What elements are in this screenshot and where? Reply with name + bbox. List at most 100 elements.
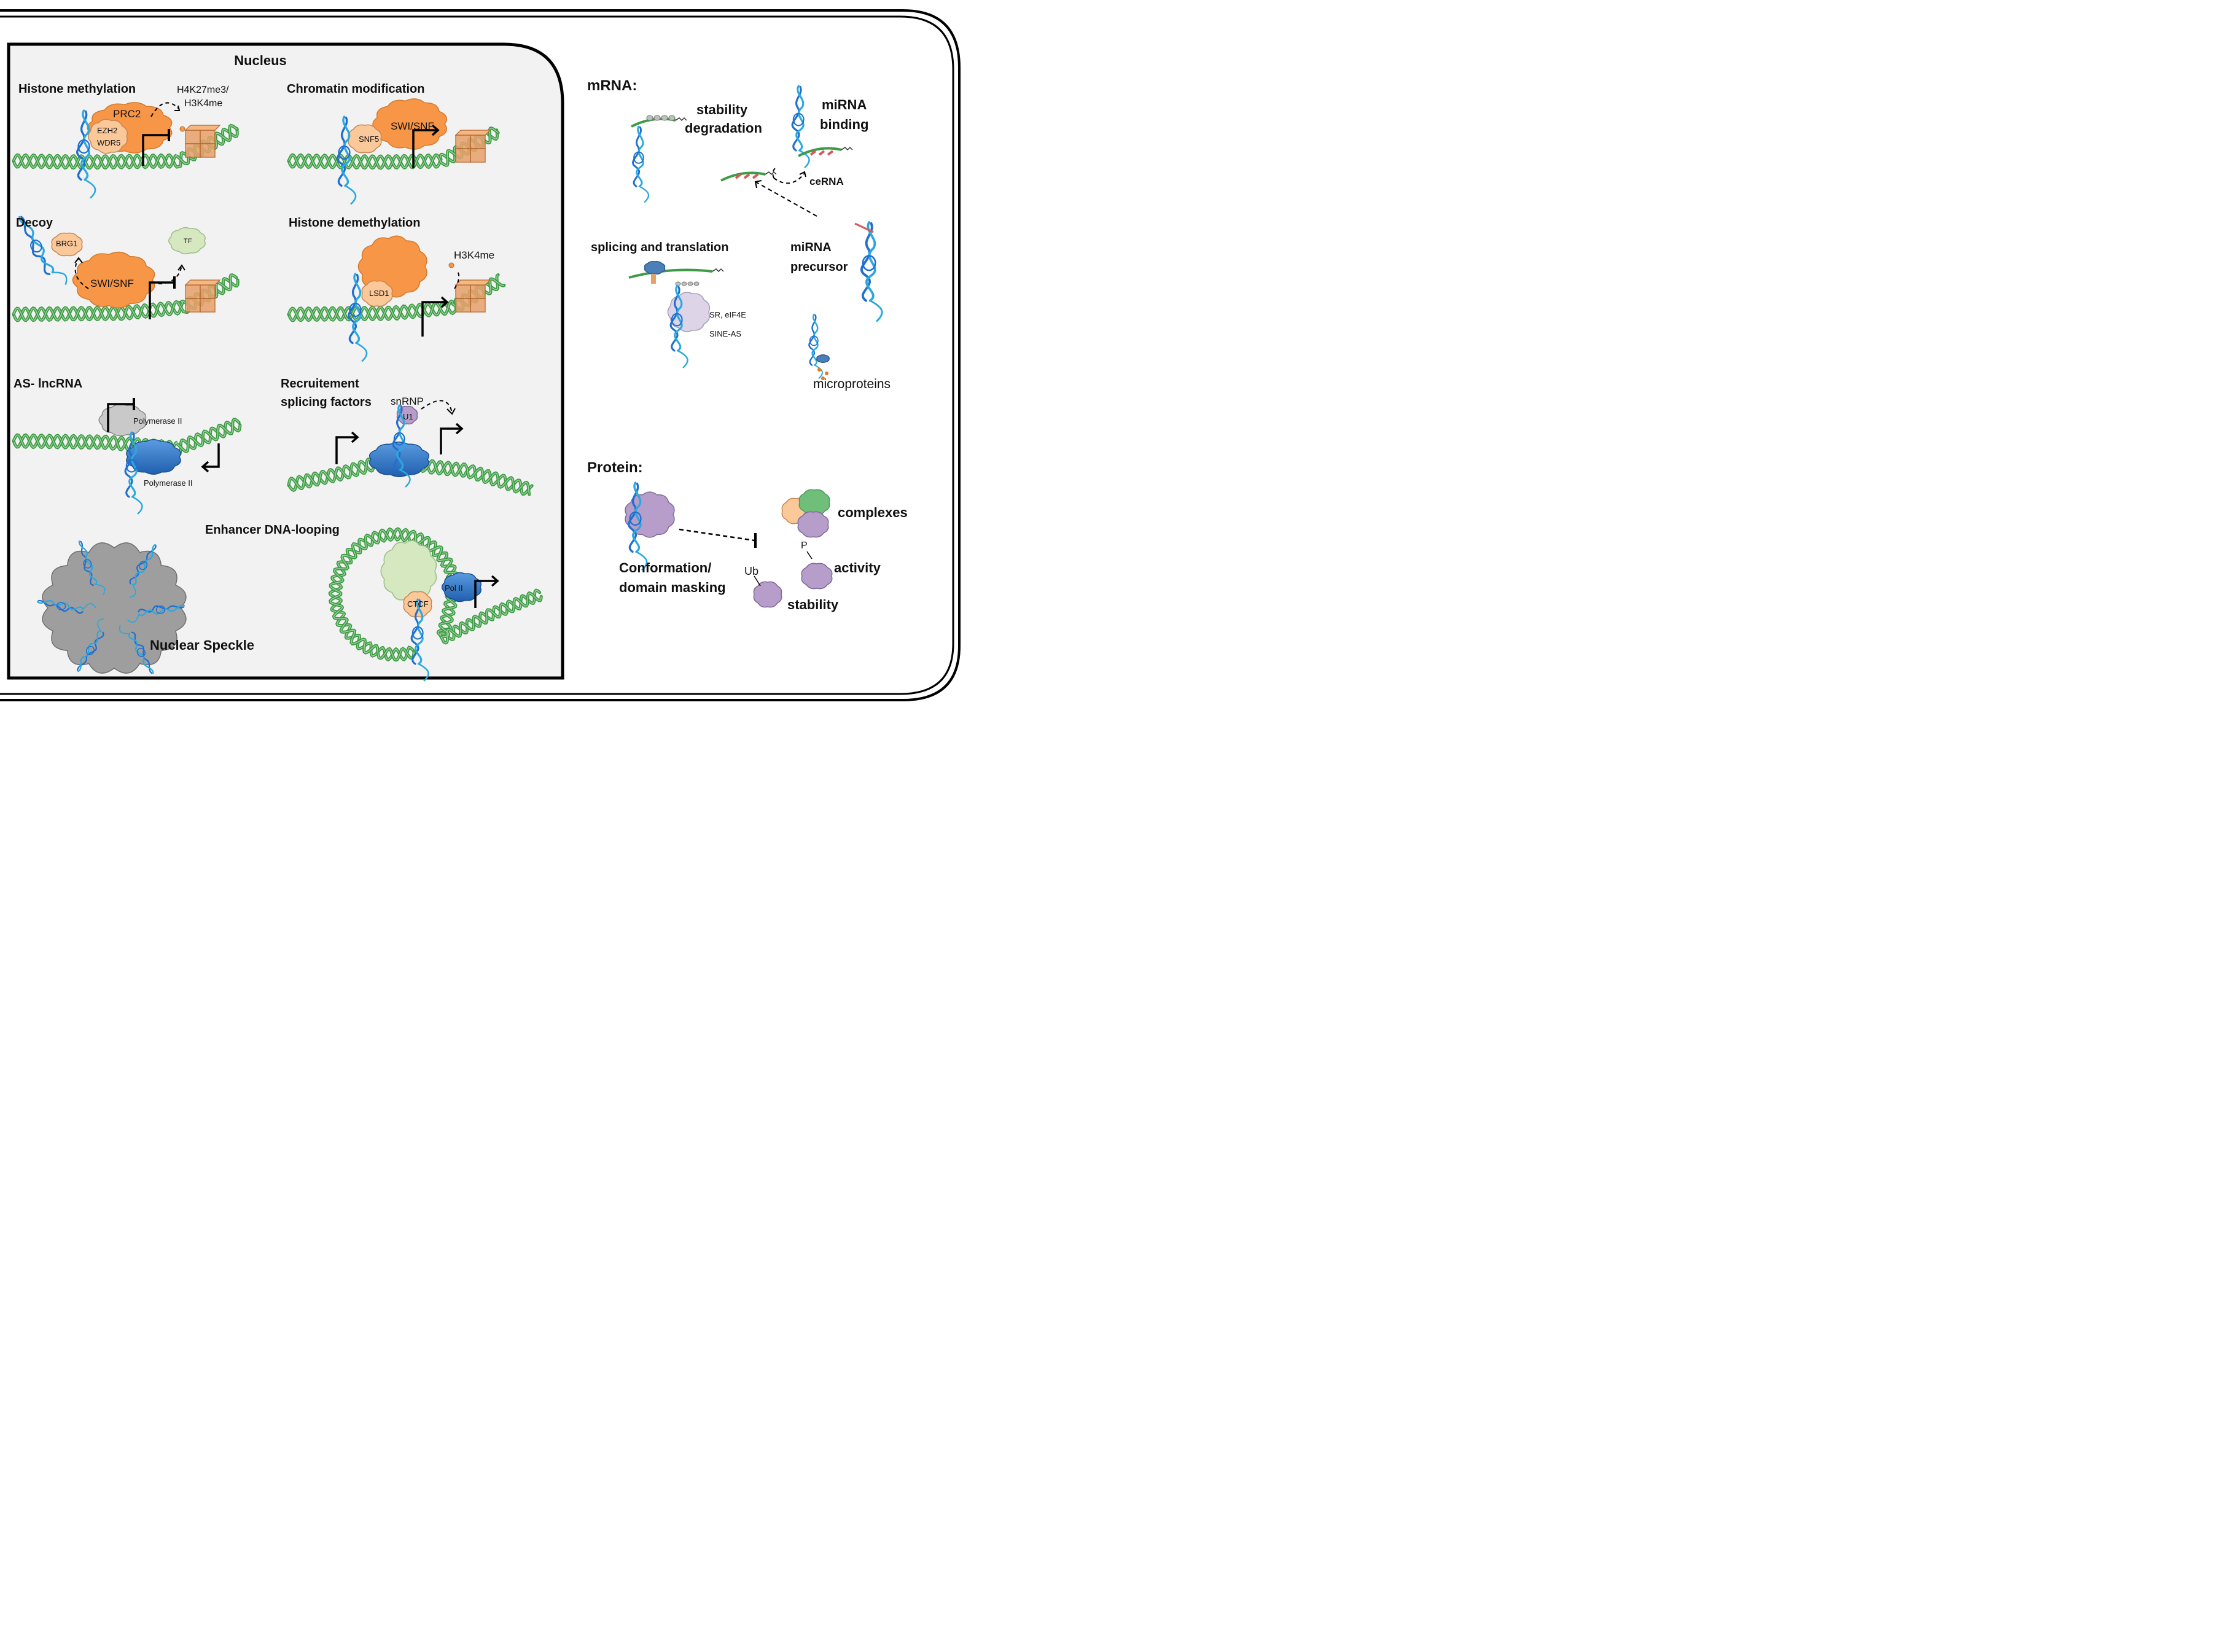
lncrna-enhancer: [410, 598, 429, 682]
speckle-lncrna-2: [37, 599, 96, 614]
microprotein-dot: [821, 376, 825, 380]
arrow-splicing: [421, 400, 456, 415]
rna-strand-cyan: [674, 285, 683, 352]
pol-ii-enhancer: [441, 572, 481, 602]
lncrna-as: [124, 431, 143, 515]
mrna-strand: [798, 147, 842, 157]
speckle-lncrna-1: [129, 544, 157, 598]
rna-tail: [129, 584, 136, 598]
ctcf-label: CTCF: [407, 599, 429, 609]
rna-loop: [155, 605, 166, 614]
histone-block: [470, 298, 486, 313]
complexes-label: complexes: [838, 505, 908, 520]
dashed-arrow-head: [446, 408, 456, 415]
binding-label: binding: [820, 117, 869, 132]
ribosome: [644, 260, 666, 275]
histone-block: [455, 134, 471, 149]
histone-block: [200, 284, 216, 299]
ezh2-label: EZH2: [97, 126, 118, 135]
dashed-arrow: [158, 265, 182, 284]
bound-protein: [646, 115, 653, 121]
bound-protein: [687, 281, 693, 286]
rna-tail: [82, 603, 96, 610]
dashed-arrow: [755, 181, 817, 217]
stability-protein: [753, 581, 782, 608]
repression-as-lncrna: [107, 398, 135, 432]
mirna-label: miRNA: [822, 97, 867, 112]
repression-bar-stem: [142, 134, 169, 166]
arrow-cerna: [773, 171, 806, 184]
rna-tail: [356, 342, 368, 362]
mirna-precursor-label-1: miRNA: [790, 241, 832, 254]
polymerase-bottom-label: Polymerase II: [144, 478, 193, 488]
rna-tail: [677, 349, 688, 368]
arrow-cerna-left: [772, 168, 776, 179]
rna-loop: [671, 313, 683, 327]
nucleosome-demethylation: [454, 279, 491, 313]
histone-block: [470, 284, 486, 299]
rna-loop: [393, 432, 405, 446]
rna-loop: [77, 139, 90, 154]
rna-loop: [349, 302, 362, 318]
repression-methylation: [142, 129, 170, 166]
histone-top: [454, 279, 491, 286]
swisnf-label-decoy: SWI/SNF: [90, 278, 134, 289]
arrow-demethylation: [454, 270, 460, 289]
bound-protein: [681, 281, 687, 286]
rna-strand-cyan: [79, 540, 98, 585]
rna-strand-cyan: [636, 125, 644, 187]
reverse-arrow-stem: [203, 443, 220, 468]
bound-protein: [675, 281, 681, 286]
rna-tail: [814, 364, 823, 380]
as-lncrna-heading: AS- lncRNA: [14, 377, 83, 391]
lsd1-label: LSD1: [369, 289, 389, 298]
histone-block: [200, 130, 216, 144]
arrow-decoy-right: [158, 264, 185, 284]
dashed-line: [679, 528, 755, 542]
brg1-label: BRG1: [56, 239, 78, 248]
tss-arrow-head: [351, 431, 359, 443]
speckle-lncrna-3: [127, 604, 185, 623]
nuclear-speckle-label: Nuclear Speckle: [150, 637, 254, 653]
h4k27-label: H4K27me3/: [177, 85, 229, 95]
methyl-mark: [179, 126, 185, 132]
lncrna-splicing: [392, 404, 411, 488]
rna-tail: [84, 179, 96, 199]
rna-loop: [629, 511, 642, 526]
lncrna-decoy: [18, 216, 68, 286]
tss-arrow-head: [491, 575, 499, 587]
bound-protein: [668, 115, 676, 121]
mirna-seed: [818, 150, 825, 156]
activation-splicing-left: [335, 431, 359, 464]
wdr5-label: WDR5: [97, 138, 121, 147]
histone-block: [455, 148, 471, 163]
stability-protein-label: stability: [787, 597, 839, 612]
dashed-arrow-head: [754, 180, 762, 189]
as-reverse-arrow: [201, 443, 220, 473]
snf5-label: SNF5: [359, 134, 380, 144]
rna-loop: [136, 647, 146, 657]
figure: Nucleus Histone methylation H4K27me3/ H3…: [0, 0, 963, 714]
rna-tail: [636, 551, 648, 571]
lncrna-demethylation: [348, 273, 368, 362]
poly-a-tail: [841, 146, 853, 151]
histone-block: [185, 298, 201, 313]
precursor-seed: [854, 222, 874, 233]
nucleosome-decoy: [184, 279, 221, 313]
nucleus-title: Nucleus: [234, 53, 287, 68]
dna-strand-highlight: [13, 419, 240, 454]
p-label: P: [801, 540, 808, 551]
microprotein-dot: [825, 372, 828, 375]
polymerase-top-label: Polymerase II: [133, 416, 182, 426]
rna-loop: [809, 335, 819, 346]
mrna-cerna: [720, 171, 777, 182]
tss-arrow-head: [431, 124, 440, 136]
activity-label: activity: [834, 560, 881, 575]
cerna-label: ceRNA: [809, 176, 844, 187]
rna-tail: [127, 614, 140, 623]
dashed-arrow-head: [177, 264, 185, 271]
swisnf-label-top: SWI/SNF: [391, 120, 434, 132]
rna-strand-blue: [129, 545, 157, 585]
cell-border: [0, 9, 961, 701]
histone-block: [455, 298, 471, 313]
